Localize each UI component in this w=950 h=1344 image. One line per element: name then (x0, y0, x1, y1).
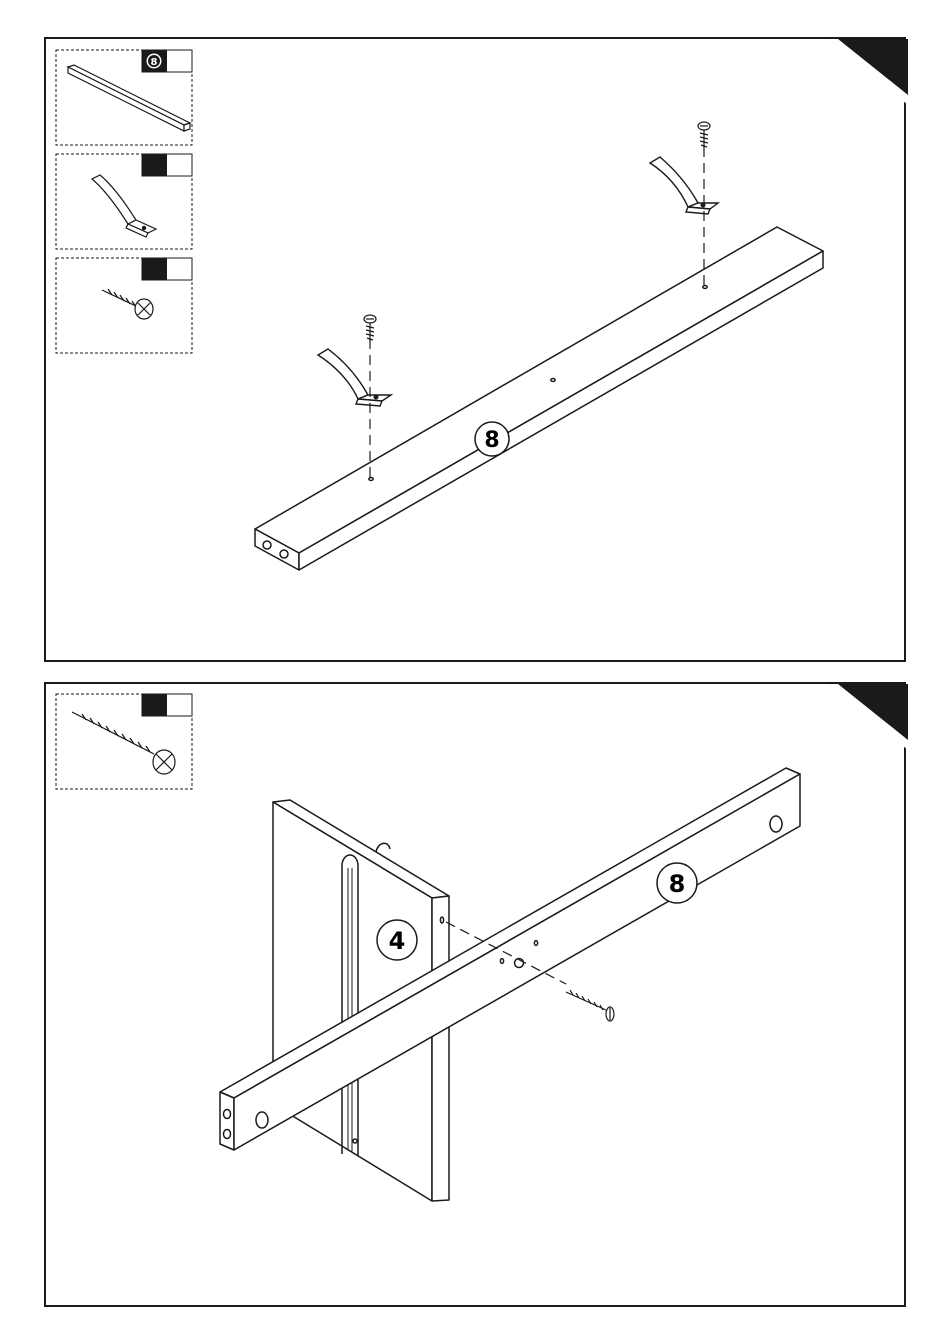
step-2-drawing: 4 8 (46, 684, 908, 1309)
dowel-hole-left (263, 541, 271, 549)
panel-side-edge (432, 896, 449, 1201)
pilot-hole-right (703, 286, 707, 289)
rail-callout: 8 (475, 422, 509, 456)
pilot-hole-left (369, 478, 373, 481)
rail-part-8 (255, 227, 823, 570)
rail-callout-label: 8 (669, 870, 686, 898)
rail-end-face (220, 1092, 234, 1150)
assembly-step-1-panel: 8 (44, 37, 906, 662)
dowel-hole-bottom (224, 1130, 231, 1139)
parts-box-rail: 8 (56, 50, 192, 145)
screw-left-icon (364, 315, 376, 341)
bracket-right (650, 157, 718, 214)
step-1-drawing: 8 (46, 39, 908, 664)
panel-pilot-hole (440, 917, 443, 923)
rail-pilot-hole-1 (534, 941, 537, 946)
dowel-hole-top (224, 1110, 231, 1119)
assembly-step-2-panel: 4 8 (44, 682, 906, 1307)
screw-right-icon (698, 122, 710, 148)
curved-bracket-icon (92, 175, 156, 237)
rail-side-face (299, 251, 823, 570)
rail-pilot-hole-2 (500, 959, 503, 964)
pilot-hole-center (551, 379, 555, 382)
short-screw-icon (102, 289, 153, 319)
panel-callout: 4 (377, 920, 417, 960)
parts-box-long-screw (56, 694, 192, 789)
parts-box-bracket (56, 154, 192, 249)
cam-hole-right (770, 816, 782, 832)
panel-callout-label: 4 (389, 927, 406, 955)
wooden-rail-icon (68, 65, 190, 131)
rail-callout: 8 (657, 863, 697, 903)
rail-callout-label: 8 (484, 428, 499, 453)
long-screw-icon (72, 712, 175, 774)
bracket-left (318, 349, 391, 406)
rail-top-face (255, 227, 823, 553)
cam-hole-left (256, 1112, 268, 1128)
parts-label-rail: 8 (151, 57, 158, 68)
long-screw-insert-icon (566, 990, 614, 1021)
parts-box-short-screw (56, 258, 192, 353)
dowel-hole-right (280, 550, 288, 558)
